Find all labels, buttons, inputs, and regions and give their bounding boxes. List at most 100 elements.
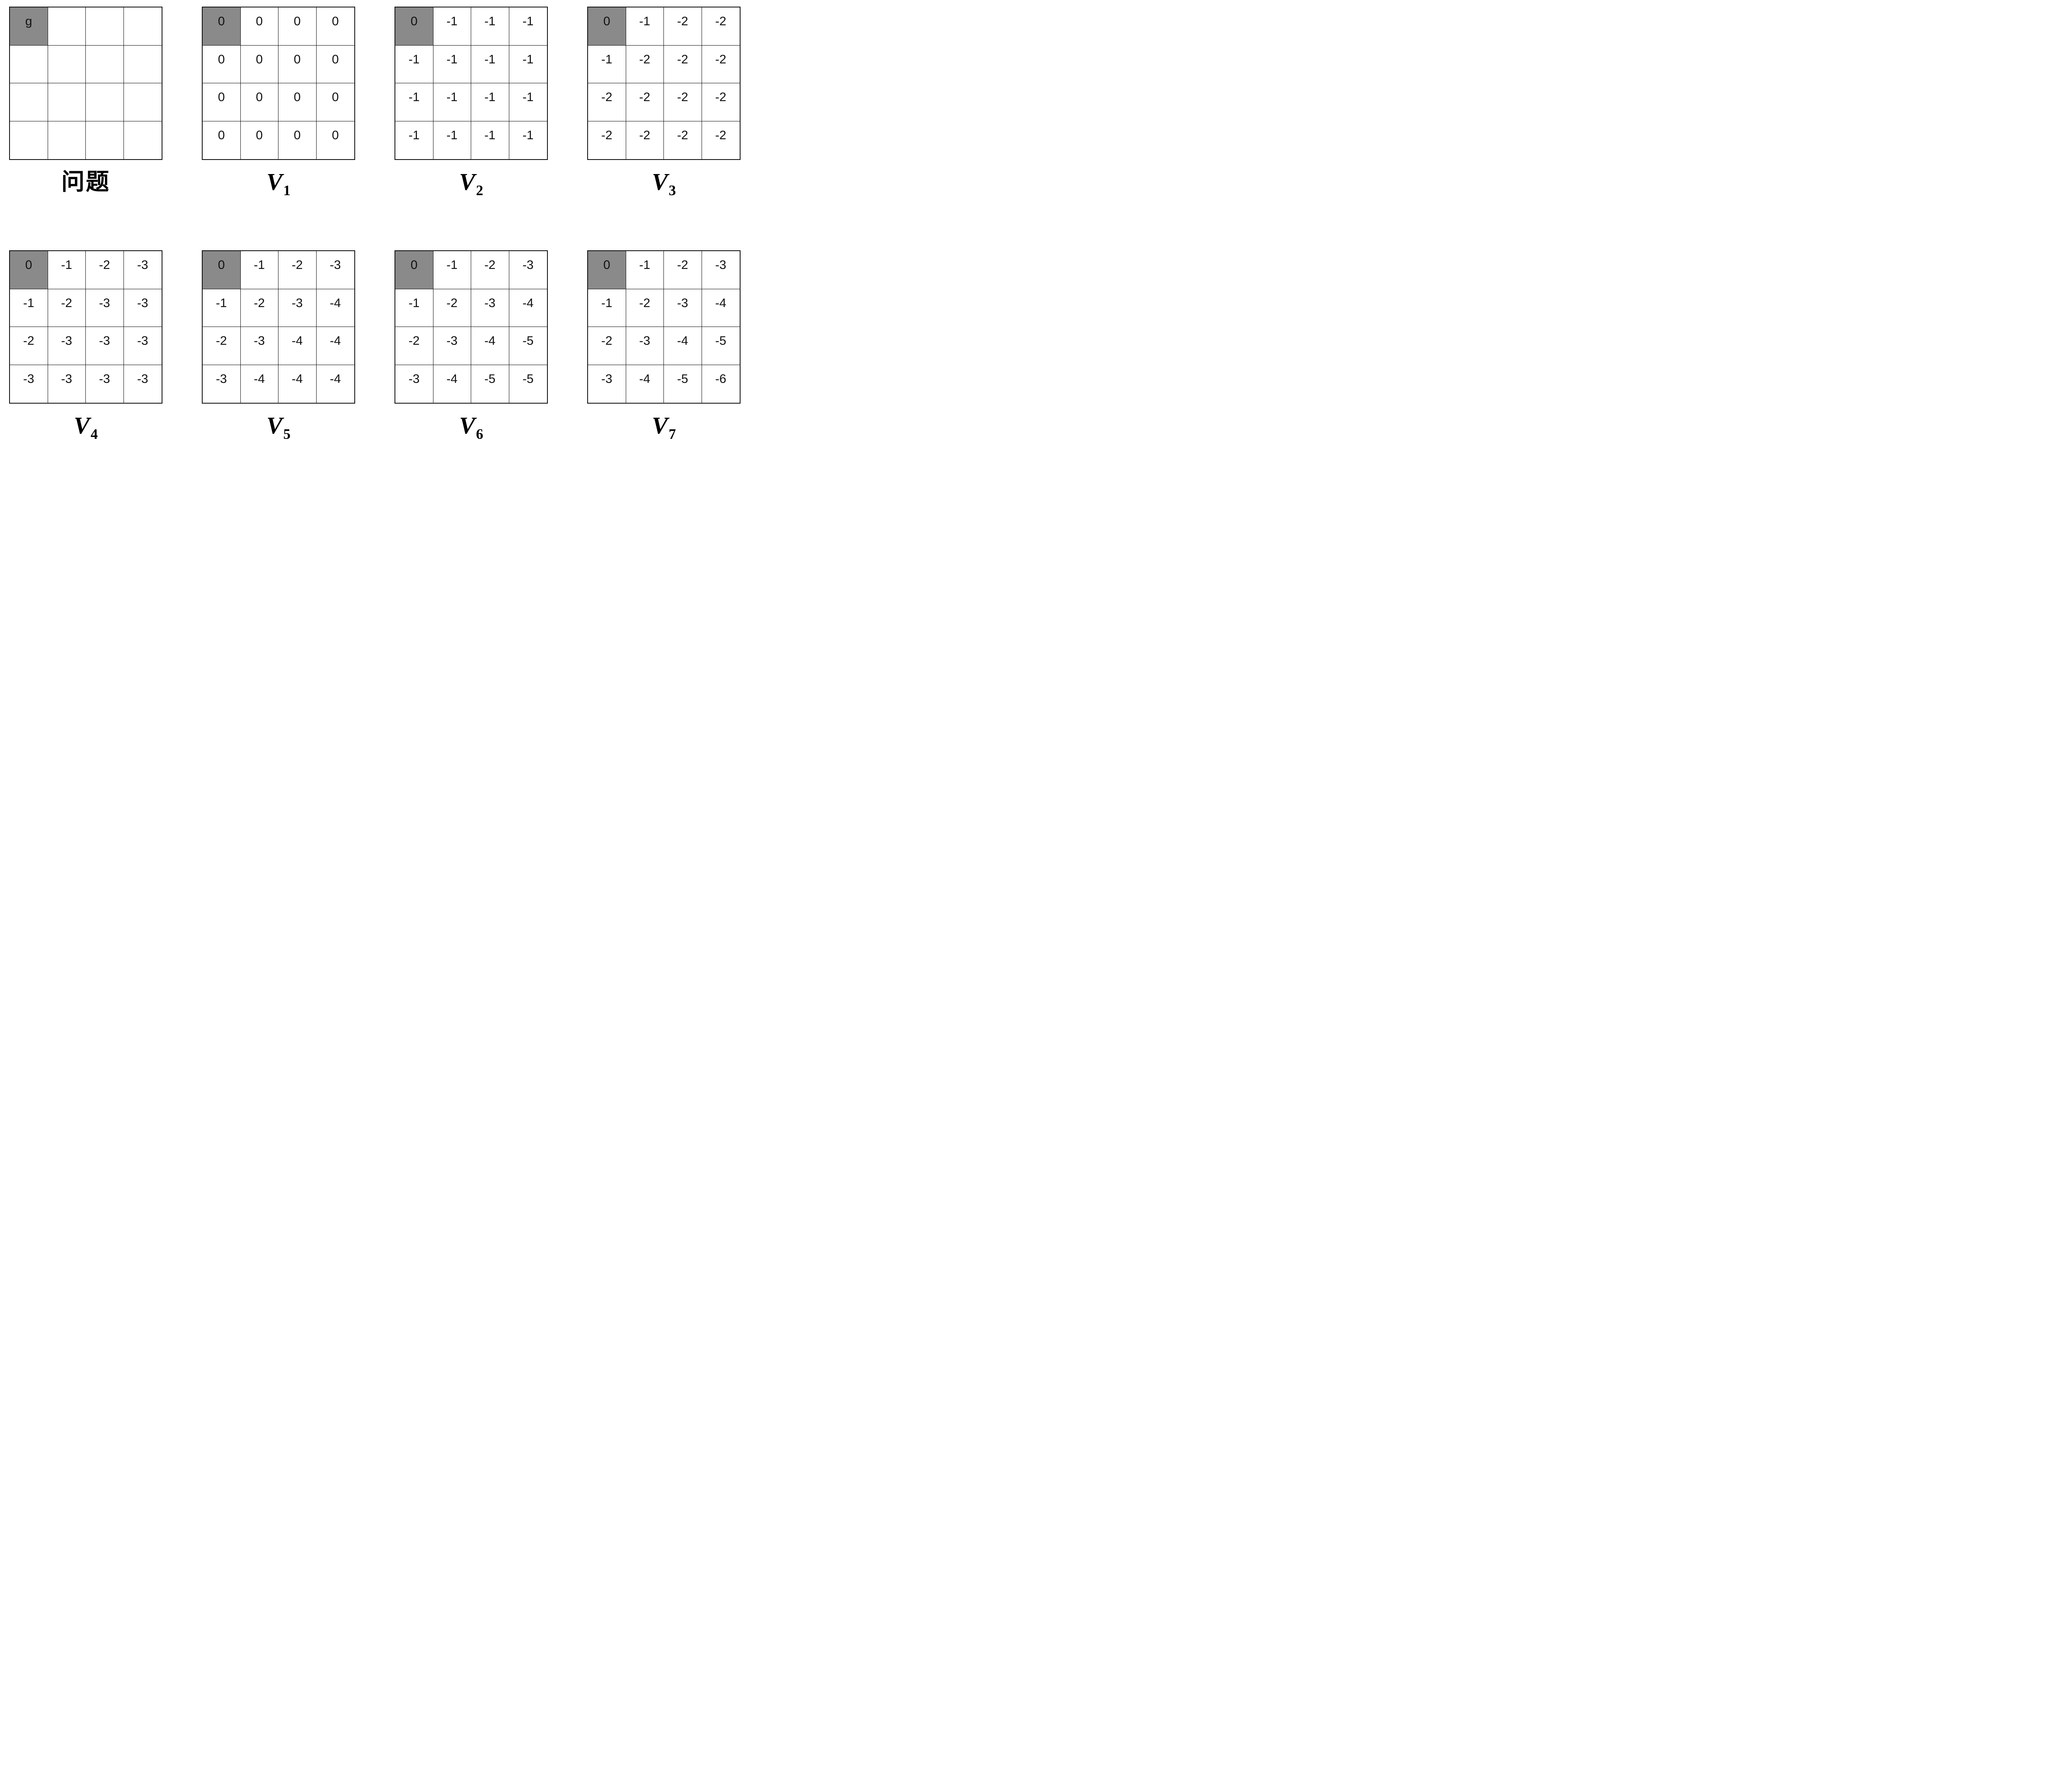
grid-problem-cell-r0c3: [123, 7, 162, 46]
grid-label-base-V3: V: [651, 168, 668, 195]
grid-label-subscript-V4: 4: [90, 426, 98, 443]
grid-V4-cell-r2c1: -3: [48, 327, 86, 365]
grid-V5-cell-r1c1: -2: [240, 289, 278, 327]
grid-V5-cell-r1c0: -1: [203, 289, 241, 327]
grid-V1-cell-r0c3: 0: [316, 7, 354, 46]
grid-V1-cell-r0c0-goal: 0: [203, 7, 241, 46]
grid-V5-cell-r1c2: -3: [278, 289, 317, 327]
grid-V1-cell-r2c1: 0: [240, 83, 278, 121]
grid-V3-cell-r2c3: -2: [702, 83, 740, 121]
grid-problem-cell-r1c0: [10, 45, 48, 83]
grid-V7-cell-r0c1: -1: [626, 251, 664, 289]
grid-V4-cell-r0c1: -1: [48, 251, 86, 289]
grid-V1-cell-r2c0: 0: [203, 83, 241, 121]
grid-V4: 0-1-2-3-1-2-3-3-2-3-3-3-3-3-3-3: [9, 250, 162, 404]
grid-V3: 0-1-2-2-1-2-2-2-2-2-2-2-2-2-2-2: [587, 7, 741, 160]
grid-V6-cell-r3c3: -5: [522, 372, 534, 386]
grid-problem-cell-r0c1: [48, 7, 86, 46]
grid-V3-cell-r3c2: -2: [664, 121, 702, 159]
grid-V7-cell-r2c1: -3: [626, 327, 664, 365]
grid-problem-cell-r2c2: [86, 83, 124, 121]
grid-V6-cell-r0c1: -1: [433, 251, 471, 289]
grid-V2-cell-r2c3: -1: [509, 83, 547, 121]
grid-V7: 0-1-2-3-1-2-3-4-2-3-4-5-3-4-5-6: [587, 250, 741, 404]
grid-V2-cell-r0c0-goal: 0: [395, 7, 433, 46]
grid-V1-cell-r0c2: 0: [278, 7, 317, 46]
grid-label-base-V7: V: [651, 412, 668, 439]
grid-V6-cell-r2c1: -3: [433, 327, 471, 365]
grid-V3-cell-r1c3: -2: [702, 46, 740, 83]
grid-problem-cell-r1c3: [123, 46, 162, 83]
grid-V5-cell-r3c1: -4: [241, 365, 278, 403]
grid-label-subscript-V3: 3: [668, 182, 676, 199]
grid-V5-cell-r2c0: -2: [203, 327, 241, 365]
grid-V2-cell-r0c3: -1: [509, 7, 547, 46]
grid-V3-cell-r2c1: -2: [626, 83, 664, 121]
grid-V3-cell-r1c0: -1: [588, 45, 626, 83]
grid-V2-cell-r3c2: -1: [471, 121, 509, 159]
grid-V4-cell-r3c0: -3: [10, 365, 48, 403]
grid-label-subscript-V5: 5: [283, 426, 291, 443]
grid-V5-cell-r0c2: -2: [278, 251, 317, 289]
grid-problem-cell-r3c3: [124, 121, 162, 160]
grid-V4-cell-r1c2: -3: [86, 289, 124, 327]
grid-V4-cell-r1c1: -2: [48, 289, 86, 327]
grid-V4-cell-r2c0: -2: [10, 327, 48, 365]
grid-V7-cell-r1c2: -3: [664, 289, 702, 327]
grid-V5-cell-r0c1: -1: [240, 251, 278, 289]
grid-V7-cell-r0c0-goal: 0: [588, 251, 626, 289]
grid-V5-cell-r0c0-goal: 0: [203, 251, 241, 289]
grid-V6-cell-r2c0: -2: [395, 327, 433, 365]
grid-V6-cell-r2c2: -4: [471, 327, 509, 365]
grid-V1-cell-r3c3: 0: [332, 128, 339, 143]
grid-V7-cell-r1c0: -1: [588, 289, 626, 327]
grid-V1-cell-r0c1: 0: [240, 7, 278, 46]
grid-V6-cell-r1c3: -4: [509, 289, 547, 327]
grid-V7-cell-r0c2: -2: [664, 251, 702, 289]
grid-V5-cell-r3c2: -4: [278, 365, 317, 403]
grid-label-base-V6: V: [459, 412, 475, 439]
grid-V5-cell-r1c3: -4: [316, 289, 354, 327]
grid-label-subscript-V1: 1: [283, 182, 291, 199]
grid-V5: 0-1-2-3-1-2-3-4-2-3-4-4-3-4-4-4: [202, 250, 355, 404]
grid-V6-cell-r3c0: -3: [395, 365, 433, 403]
grid-V4-cell-r2c2: -3: [86, 327, 124, 365]
grid-label-problem: 问题: [61, 169, 110, 199]
grid-problem: g: [9, 7, 162, 160]
grid-V5-cell-r2c1: -3: [240, 327, 278, 365]
grid-V3-cell-r3c0: -2: [588, 121, 626, 159]
grid-V3-cell-r3c3: -2: [715, 128, 726, 143]
grid-label-base-V4: V: [73, 412, 90, 439]
grid-V1-cell-r1c3: 0: [316, 46, 354, 83]
grid-V3-cell-r1c2: -2: [664, 45, 702, 83]
grid-label-base-V5: V: [266, 412, 283, 439]
grid-V3-cell-r0c1: -1: [626, 7, 664, 46]
grid-V2-cell-r2c0: -1: [395, 83, 433, 121]
grid-V4-cell-r0c2: -2: [86, 251, 124, 289]
grid-label-subscript-V2: 2: [476, 182, 484, 199]
grid-V2-cell-r2c2: -1: [471, 83, 509, 121]
grid-V6-cell-r3c1: -4: [433, 365, 471, 403]
grid-V1-cell-r1c1: 0: [240, 45, 278, 83]
grid-problem-cell-r2c1: [48, 83, 86, 121]
grid-V6: 0-1-2-3-1-2-3-4-2-3-4-5-3-4-5-5: [395, 250, 548, 404]
grid-problem-cell-r0c0-goal: g: [10, 7, 48, 46]
grid-label-base-V1: V: [266, 168, 283, 195]
grid-V7-cell-r3c2: -5: [664, 365, 702, 403]
grid-block-problem: g 问题: [9, 7, 162, 199]
grid-V5-cell-r3c0: -3: [203, 365, 241, 403]
grid-V1-cell-r3c2: 0: [278, 121, 317, 159]
grid-label-subscript-V7: 7: [668, 426, 676, 443]
